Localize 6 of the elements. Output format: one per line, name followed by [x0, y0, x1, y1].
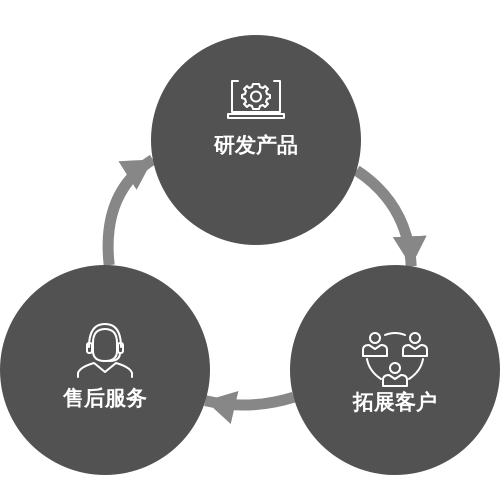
arrow [353, 166, 426, 267]
arrow [102, 155, 156, 266]
arrow [204, 390, 296, 424]
step-label: 售后服务 [63, 386, 147, 410]
step-label: 研发产品 [214, 133, 298, 157]
step-label: 拓展客户 [353, 390, 437, 414]
